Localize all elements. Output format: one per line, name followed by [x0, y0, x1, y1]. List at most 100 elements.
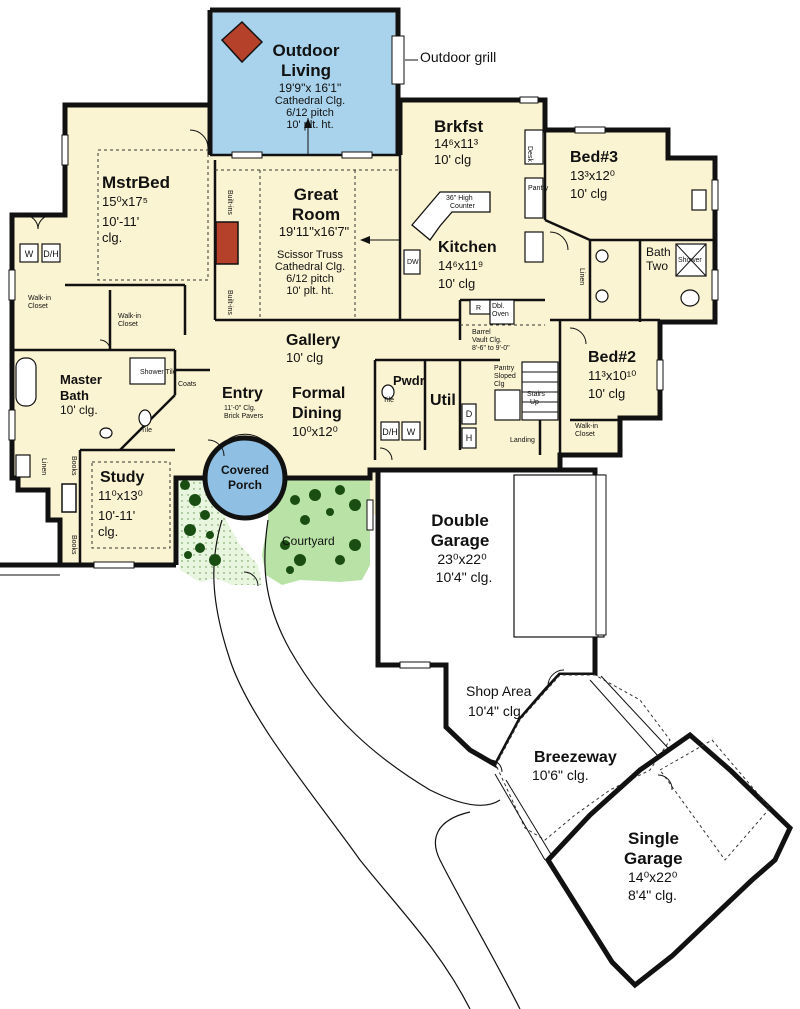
walk-in-closet-label: Walk-in [28, 295, 51, 302]
svg-text:Cathedral Clg.: Cathedral Clg. [275, 261, 345, 273]
coats-label: Coats [178, 381, 197, 388]
barrel-vault-label: 8'-6" to 9'-0" [472, 345, 510, 352]
covered-porch-circle [202, 435, 288, 521]
study-fireplace-icon [61, 483, 77, 513]
svg-text:Single: Single [628, 829, 679, 848]
svg-text:10'6" clg.: 10'6" clg. [532, 767, 589, 783]
svg-text:Bed#2: Bed#2 [588, 349, 636, 366]
pwdr-label: Pwdr [393, 373, 425, 388]
svg-text:Bath: Bath [60, 388, 89, 403]
washer-label: W [407, 427, 416, 437]
bar-counter-label: 36" High [446, 195, 473, 202]
svg-text:23⁰x22⁰: 23⁰x22⁰ [437, 551, 487, 567]
double-garage-label: Double Garage 23⁰x22⁰ 10'4" clg. [431, 511, 493, 585]
svg-text:14⁶x11³: 14⁶x11³ [434, 136, 479, 151]
svg-text:15⁰x17⁵: 15⁰x17⁵ [102, 194, 148, 209]
svg-text:10'4" clg.: 10'4" clg. [468, 703, 525, 719]
walk-in-closet-label: Closet [575, 431, 595, 438]
svg-text:10' plt. ht.: 10' plt. ht. [286, 119, 333, 131]
svg-text:Breezeway: Breezeway [534, 749, 617, 766]
washer-label: W [25, 249, 34, 259]
pantry-closet-label: Clg [494, 381, 505, 388]
svg-text:Garage: Garage [624, 849, 683, 868]
svg-text:6/12 pitch: 6/12 pitch [286, 273, 334, 285]
svg-text:10'4" clg.: 10'4" clg. [436, 569, 493, 585]
svg-text:6/12 pitch: 6/12 pitch [286, 107, 334, 119]
formal-dining-label: Formal Dining 10⁰x12⁰ [292, 385, 345, 439]
entry-label: Entry 11'-0" Clg. Brick Pavers [222, 385, 264, 420]
barrel-vault-label: Barrel [472, 329, 491, 336]
svg-text:Shop Area: Shop Area [466, 683, 532, 699]
svg-text:Master: Master [60, 372, 102, 387]
svg-text:10' clg: 10' clg [438, 276, 475, 291]
linen-label: Linen [578, 268, 585, 285]
front-walk [213, 519, 471, 1009]
svg-text:10'-11': 10'-11' [102, 214, 139, 229]
kitchen-island [411, 191, 491, 241]
tile-label: Tile [141, 427, 152, 434]
shower-label: Shower [678, 257, 702, 264]
svg-text:Bed#3: Bed#3 [570, 149, 618, 166]
pantry-closet-label: Sloped [494, 373, 516, 380]
svg-text:MstrBed: MstrBed [102, 173, 170, 192]
garage-door [513, 474, 605, 638]
stairs-label: Up [530, 399, 539, 406]
svg-text:clg.: clg. [102, 230, 122, 245]
mstr-bed-label: MstrBed 15⁰x17⁵ 10'-11' clg. [102, 173, 170, 245]
svg-text:10' clg: 10' clg [434, 152, 471, 167]
dryer-label: D/H [382, 427, 398, 437]
fireplace-icon [215, 221, 239, 265]
barrel-vault-label: Vault Clg. [472, 337, 502, 344]
gallery-label: Gallery 10' clg [286, 332, 340, 365]
books-label: Books [70, 535, 77, 555]
built-ins-label: Built-ins [226, 190, 233, 215]
svg-text:19'9"x 16'1": 19'9"x 16'1" [279, 81, 341, 95]
bed2-label: Bed#2 11³x10¹⁰ 10' clg [588, 349, 636, 401]
outdoor-grill-label: Outdoor grill [420, 49, 496, 65]
svg-text:Formal: Formal [292, 385, 345, 402]
stairs-label: Stairs [527, 391, 545, 398]
svg-text:11⁰x13⁰: 11⁰x13⁰ [98, 488, 143, 503]
walk-in-closet-label: Walk-in [575, 423, 598, 430]
svg-text:10' clg.: 10' clg. [60, 403, 98, 417]
brkfst-label: Brkfst 14⁶x11³ 10' clg [434, 117, 483, 167]
refrigerator-label: R [476, 305, 481, 312]
pantry-label: Pantry [528, 185, 549, 192]
master-bath-label: Master Bath 10' clg. [60, 372, 102, 417]
svg-text:Outdoor: Outdoor [272, 41, 339, 60]
svg-text:Porch: Porch [228, 478, 262, 492]
breezeway-label: Breezeway 10'6" clg. [532, 749, 617, 783]
svg-text:11³x10¹⁰: 11³x10¹⁰ [588, 368, 636, 383]
svg-text:10' clg: 10' clg [588, 386, 625, 401]
svg-text:14⁶x11⁹: 14⁶x11⁹ [438, 258, 483, 273]
outdoor-grill-icon [391, 35, 405, 85]
pantry-closet-label: Pantry [494, 365, 515, 372]
svg-text:Living: Living [281, 61, 331, 80]
outdoor-fireplace-icon [220, 20, 264, 64]
svg-text:13³x12⁰: 13³x12⁰ [570, 168, 615, 183]
svg-text:Covered: Covered [221, 463, 269, 477]
ridge-arrow-icon [360, 236, 370, 244]
svg-text:10' plt. ht.: 10' plt. ht. [286, 285, 333, 297]
svg-text:Scissor Truss: Scissor Truss [277, 249, 344, 261]
tile-label: Tile [383, 397, 394, 404]
desk-label: Desk [526, 146, 533, 162]
d-label: D [466, 409, 473, 419]
svg-text:Two: Two [646, 259, 668, 273]
single-garage-label: Single Garage 14⁰x22⁰ 8'4" clg. [624, 829, 683, 903]
outdoor-living-label: Outdoor Living 19'9"x 16'1" Cathedral Cl… [272, 41, 345, 131]
kitchen-label: Kitchen 14⁶x11⁹ 10' clg [438, 239, 497, 291]
svg-text:Brick Pavers: Brick Pavers [224, 413, 264, 420]
dbl-oven-label: Oven [492, 311, 509, 318]
svg-text:Room: Room [292, 205, 340, 224]
svg-text:Double: Double [431, 511, 489, 530]
svg-text:Great: Great [294, 185, 339, 204]
courtyard-label: Courtyard [282, 534, 335, 548]
svg-text:Gallery: Gallery [286, 332, 340, 349]
svg-text:10' clg: 10' clg [570, 186, 607, 201]
svg-text:11'-0" Clg.: 11'-0" Clg. [224, 405, 256, 412]
svg-text:10' clg: 10' clg [286, 350, 323, 365]
single-garage-area [544, 731, 794, 989]
util-label: Util [430, 392, 456, 409]
svg-text:Bath: Bath [646, 245, 671, 259]
